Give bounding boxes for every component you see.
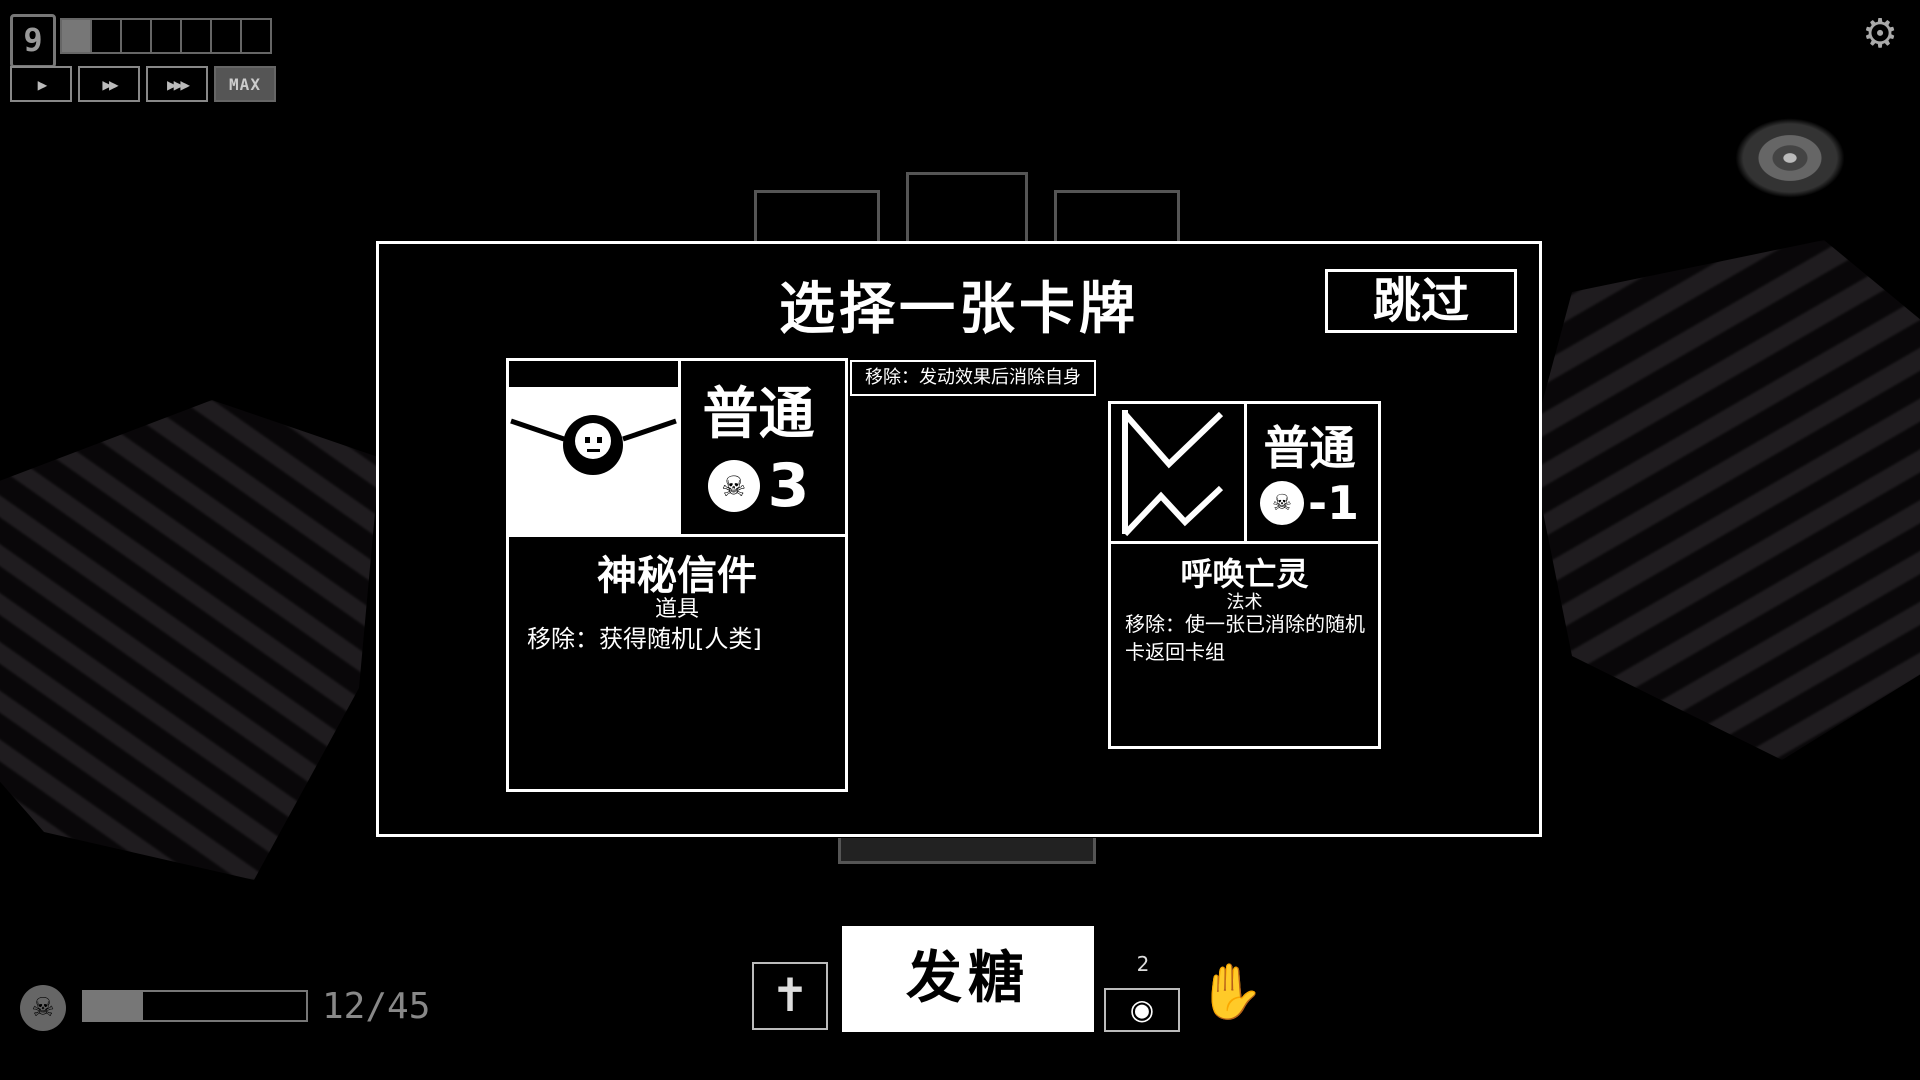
card-cost-value: -1 — [1307, 476, 1360, 530]
turn-progress-cell — [120, 18, 152, 54]
turn-progress-bar — [60, 18, 272, 54]
background-hand-left — [0, 400, 380, 880]
bone-resource-icon: ☠ — [20, 985, 66, 1031]
dialog-title: 选择一张卡牌 — [779, 277, 1139, 342]
skip-button[interactable]: 跳过 — [1325, 269, 1517, 333]
card-rarity: 普通 — [1263, 421, 1356, 475]
give-candy-button[interactable]: 发糖 — [842, 926, 1094, 1032]
background-eye — [1735, 118, 1845, 198]
skull-pendant-icon — [509, 361, 681, 537]
zigzag-rune-icon — [1111, 404, 1247, 544]
speed-2x-button[interactable]: ▶▶ — [78, 66, 140, 102]
bone-resource-text: 12/45 — [322, 986, 431, 1027]
speed-1x-button[interactable]: ▶ — [10, 66, 72, 102]
grave-cross-icon[interactable]: ✝ — [752, 962, 828, 1030]
turn-progress-cell — [150, 18, 182, 54]
hand-icon[interactable]: ✋ — [1197, 960, 1265, 1023]
speed-3x-button[interactable]: ▶▶▶ — [146, 66, 208, 102]
background-hand-right — [1530, 240, 1920, 760]
card-rarity-panel: 普通 ☠ 3 — [672, 361, 845, 537]
turn-progress-cell — [240, 18, 272, 54]
bone-resource-bar — [82, 990, 308, 1022]
speed-controls: ▶ ▶▶ ▶▶▶ MAX — [10, 66, 276, 102]
turn-counter: 9 — [10, 14, 56, 68]
turn-progress-cell — [180, 18, 212, 54]
card-rarity: 普通 — [702, 382, 815, 447]
card-name: 神秘信件 — [597, 553, 757, 599]
eye-icon[interactable]: ◉ — [1104, 988, 1180, 1032]
turn-progress-cell — [210, 18, 242, 54]
bone-resource-fill — [84, 992, 144, 1020]
card-rarity-panel: 普通 ☠ -1 — [1241, 404, 1378, 544]
card-description: 移除：使一张已消除的随机卡返回卡组 — [1125, 612, 1365, 664]
card-cost: ☠ -1 — [1241, 476, 1378, 530]
background-tray — [838, 838, 1096, 864]
speed-max-button[interactable]: MAX — [214, 66, 276, 102]
turn-progress-cell — [90, 18, 122, 54]
turn-progress-cell — [60, 18, 92, 54]
card-cost: ☠ 3 — [672, 451, 845, 521]
card-option-2[interactable]: 普通 ☠ -1 呼唤亡灵 法术 移除：使一张已消除的随机卡返回卡组 — [1108, 401, 1381, 749]
card-cost-value: 3 — [767, 451, 810, 521]
bone-cost-icon: ☠ — [1259, 481, 1304, 525]
keyword-tooltip: 移除：发动效果后消除自身 — [850, 360, 1096, 396]
card-option-1[interactable]: 普通 ☠ 3 神秘信件 道具 移除：获得随机[人类] — [506, 358, 848, 792]
card-type: 法术 — [1226, 592, 1263, 613]
card-description: 移除：获得随机[人类] — [527, 625, 762, 653]
card-name: 呼唤亡灵 — [1180, 555, 1309, 593]
bone-cost-icon: ☠ — [707, 460, 760, 512]
eye-count: 2 — [1136, 952, 1150, 976]
card-type: 道具 — [654, 597, 699, 622]
gear-icon[interactable]: ⚙ — [1862, 11, 1898, 57]
